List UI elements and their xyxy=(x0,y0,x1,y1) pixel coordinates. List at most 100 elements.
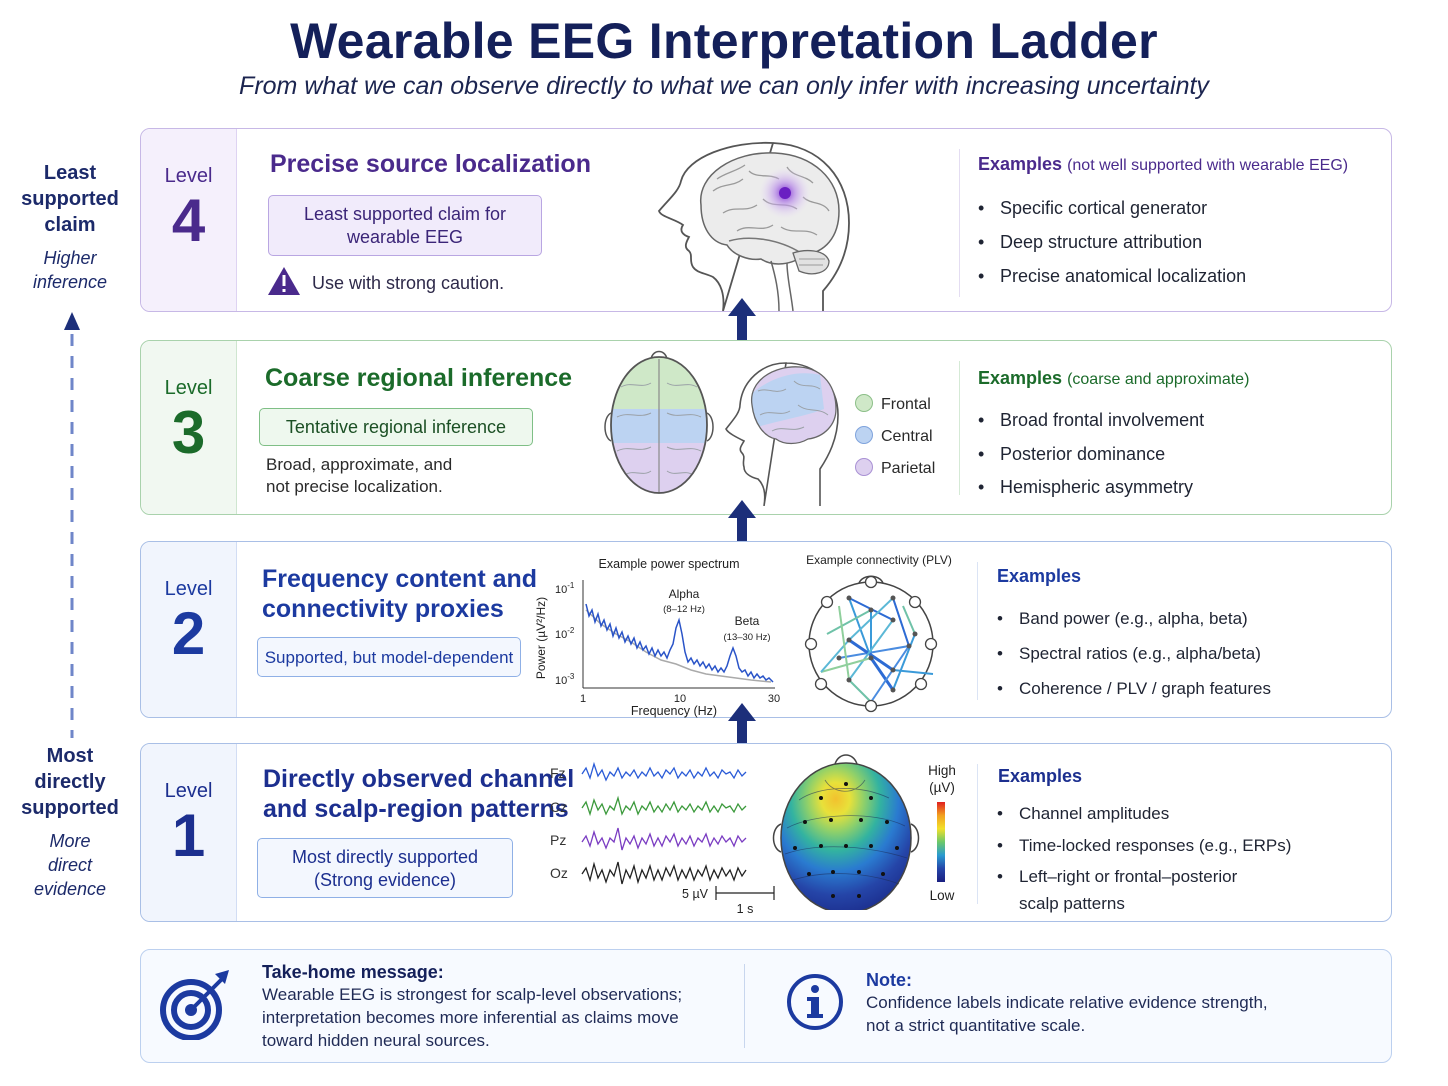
level-3-examples-list: Broad frontal involvement Posterior domi… xyxy=(978,404,1204,505)
level-number: 1 xyxy=(171,802,206,869)
divider xyxy=(744,964,745,1048)
description-line: Broad, approximate, and xyxy=(266,455,453,474)
list-item: Channel amplitudes xyxy=(997,798,1291,830)
ytick-label: 10-2 xyxy=(555,626,575,641)
level-2-examples-list: Band power (e.g., alpha, beta) Spectral … xyxy=(997,601,1271,706)
takehome-heading: Take-home message: xyxy=(262,962,444,982)
takeaway-panel: Take-home message: Wearable EEG is stron… xyxy=(140,949,1392,1063)
level-number: 4 xyxy=(171,187,206,254)
parietal-swatch xyxy=(855,458,873,476)
level-4-examples-list: Specific cortical generator Deep structu… xyxy=(978,191,1246,293)
level-4-badge-column: Level 4 xyxy=(141,129,237,311)
level-word: Level xyxy=(164,377,213,399)
badge-line: Least supported claim for xyxy=(303,204,507,224)
ytick-label: 10-1 xyxy=(555,581,575,596)
brain-side-illustration xyxy=(657,141,850,311)
beta-label: Beta xyxy=(735,614,760,628)
scalp-topography-map xyxy=(772,754,920,910)
channel-label-cz: Cz xyxy=(550,799,567,815)
scalp-side-view-illustration xyxy=(725,362,839,506)
level-word: Level xyxy=(164,780,213,802)
info-icon xyxy=(787,974,843,1030)
up-arrow-icon xyxy=(728,500,756,542)
colorbar-high-label: High (µV) xyxy=(927,762,957,796)
inference-axis-arrow xyxy=(64,312,80,738)
region-legend: Frontal Central Parietal xyxy=(855,389,935,485)
central-swatch xyxy=(855,426,873,444)
spectrum-ylabel: Power (µV²/Hz) xyxy=(534,597,548,679)
legend-label: Parietal xyxy=(881,460,936,477)
legend-item-parietal: Parietal xyxy=(855,453,935,485)
level-1-title: Directly observed channel and scalp-regi… xyxy=(263,764,574,824)
channel-label-oz: Oz xyxy=(550,865,568,881)
level-3-badge-column: Level 3 xyxy=(141,341,237,514)
level-4-card: Level 4 Precise source localization Leas… xyxy=(140,128,1392,312)
side-top-em-line: Higher xyxy=(43,248,97,268)
level-2-confidence-badge: Supported, but model-dependent xyxy=(257,637,521,677)
page-subtitle: From what we can observe directly to wha… xyxy=(239,72,1209,100)
alpha-label: Alpha xyxy=(669,587,700,601)
ytick-label: 10-3 xyxy=(555,672,575,687)
level-word: Level xyxy=(164,578,213,600)
channel-label-fz: Fz xyxy=(550,765,566,781)
list-item-text: Left–right or frontal–posterior xyxy=(1019,867,1238,886)
level-3-confidence-badge: Tentative regional inference xyxy=(259,408,533,446)
level-2-badge-column: Level 2 xyxy=(141,542,237,717)
divider xyxy=(977,562,978,700)
list-item: Spectral ratios (e.g., alpha/beta) xyxy=(997,636,1271,671)
note-line: Confidence labels indicate relative evid… xyxy=(866,993,1268,1012)
up-arrow-icon xyxy=(728,298,756,340)
list-item: Band power (e.g., alpha, beta) xyxy=(997,601,1271,636)
xtick-label: 10 xyxy=(674,693,686,705)
level-3-card: Level 3 Coarse regional inference Tentat… xyxy=(140,340,1392,515)
up-arrow-icon xyxy=(728,703,756,745)
note-heading: Note: xyxy=(866,970,912,990)
level-4-examples-heading: Examples (not well supported with wearab… xyxy=(978,154,1348,175)
list-item: Time-locked responses (e.g., ERPs) xyxy=(997,830,1291,862)
colorbar xyxy=(937,802,945,882)
side-bottom-em-line: direct xyxy=(47,855,92,875)
level-word: Level xyxy=(164,165,213,187)
warning-icon xyxy=(268,267,300,295)
list-item: Coherence / PLV / graph features xyxy=(997,671,1271,706)
divider xyxy=(959,361,960,495)
frontal-swatch xyxy=(855,394,873,412)
level-number: 3 xyxy=(171,399,206,466)
legend-item-central: Central xyxy=(855,421,935,453)
badge-line: wearable EEG xyxy=(346,227,464,247)
list-item: Deep structure attribution xyxy=(978,225,1246,259)
eeg-traces: Fz Cz Pz Oz 5 µV 1 s xyxy=(550,761,775,916)
page-title: Wearable EEG Interpretation Ladder xyxy=(290,13,1158,69)
level-3-examples-heading: Examples (coarse and approximate) xyxy=(978,368,1249,389)
level-2-title: Frequency content and connectivity proxi… xyxy=(262,564,537,624)
side-label-top: Least supported claim Higher inference xyxy=(10,160,130,294)
side-top-emphasis: Higher inference xyxy=(10,246,130,294)
level-3-description: Broad, approximate, and not precise loca… xyxy=(266,454,452,498)
xtick-label: 1 xyxy=(580,693,586,705)
side-bottom-line: Most xyxy=(46,745,94,767)
side-bottom-em-line: More xyxy=(49,831,91,851)
divider xyxy=(959,149,960,297)
takehome-line: interpretation becomes more inferential … xyxy=(262,1008,679,1027)
level-1-badge-column: Level 1 xyxy=(141,744,237,921)
target-icon xyxy=(160,970,229,1040)
colorbar-unit-text: (µV) xyxy=(929,780,955,795)
note-line: not a strict quantitative scale. xyxy=(866,1016,1086,1035)
badge-line: Most directly supported xyxy=(291,847,479,867)
list-item-continuation: scalp patterns xyxy=(1019,893,1125,913)
side-bottom-emphasis: More direct evidence xyxy=(10,829,130,901)
title-line: Frequency content and xyxy=(262,565,538,593)
legend-item-frontal: Frontal xyxy=(855,389,935,421)
side-top-line: claim xyxy=(44,214,96,236)
colorbar-high-text: High xyxy=(928,763,956,778)
legend-label: Central xyxy=(881,428,933,445)
side-top-line: Least xyxy=(43,162,97,184)
examples-note: (coarse and approximate) xyxy=(1067,371,1250,388)
takehome-line: Wearable EEG is strongest for scalp-leve… xyxy=(262,985,683,1004)
level-4-title: Precise source localization xyxy=(270,150,591,178)
level-1-examples-list: Channel amplitudes Time-locked responses… xyxy=(997,798,1291,915)
note-block: Note: Confidence labels indicate relativ… xyxy=(866,970,1268,1037)
badge-line: (Strong evidence) xyxy=(313,870,457,890)
side-bottom-em-line: evidence xyxy=(33,879,107,899)
scale-amplitude: 5 µV xyxy=(682,887,709,901)
